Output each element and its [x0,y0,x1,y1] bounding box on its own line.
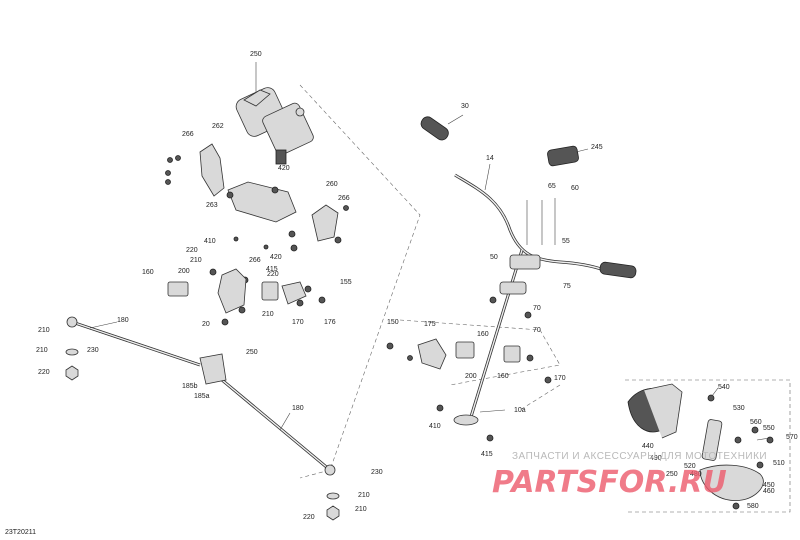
bearing-housing-right-a [455,341,475,359]
column-bracket-right [417,338,447,370]
assembly-guide-left [299,84,421,479]
clamp-bracket [281,281,307,305]
callout-label: 450 [763,482,775,489]
callout-label: 160 [497,373,509,380]
callout-label: 220 [267,271,279,278]
callout-label: 170 [554,375,566,382]
callout-label: 14 [486,155,494,162]
callout-label: 230 [87,347,99,354]
callout-label: 266 [249,257,261,264]
callout-label: 480 [690,471,702,478]
power-steering-motor [235,87,314,165]
callout-label: 490 [650,455,662,462]
assembly-guide-right [519,384,561,411]
callout-label: 263 [206,202,218,209]
callout-label: 55 [562,238,570,245]
callout-label: 220 [186,247,198,254]
callout-label: 420 [278,165,290,172]
watermark-tagline: ЗАПЧАСТИ И АКСЕССУАРЫ ДЛЯ МОТОТЕХНИКИ [512,451,767,462]
callout-label: 175 [424,321,436,328]
tie-rod-hardware [65,348,340,521]
leader-lines [89,62,771,441]
callout-label: 60 [571,185,579,192]
callout-label: 560 [750,419,762,426]
callout-label: 540 [718,384,730,391]
bearing-housing-right-b [503,345,521,363]
callout-label: 70 [533,327,541,334]
callout-label: 70 [533,305,541,312]
tie-rod-right [221,378,336,476]
callout-label: 460 [763,488,775,495]
callout-label: 415 [266,266,278,273]
callout-label: 180 [292,405,304,412]
callout-label: 420 [270,254,282,261]
callout-label: 200 [178,268,190,275]
callout-label: 210 [358,492,370,499]
callout-label: 266 [338,195,350,202]
callout-label: 210 [36,347,48,354]
callout-label: 170 [292,319,304,326]
callout-label: 415 [481,451,493,458]
callout-label: 10a [514,407,526,414]
support-bracket [311,204,339,242]
callout-label: 160 [142,269,154,276]
callout-label: 570 [786,434,798,441]
callout-label: 230 [371,469,383,476]
callout-label: 245 [591,144,603,151]
bearing-housing-mid [261,281,279,301]
hardware-left [165,155,349,326]
callout-label: 180 [117,317,129,324]
handguard-guide [625,379,791,513]
callout-label: 580 [747,503,759,510]
callout-label: 510 [773,460,785,467]
callout-label: 410 [429,423,441,430]
callout-label: 210 [355,506,367,513]
steering-column [453,249,541,426]
callout-label: 530 [733,405,745,412]
assembly-guide-lower [399,319,561,386]
callout-label: 250 [246,349,258,356]
callout-label: 250 [250,51,262,58]
callout-label: 176 [324,319,336,326]
part-callout-labels: 2502662624202632602664104202662202102001… [36,51,798,521]
callout-label: 65 [548,183,556,190]
callout-label: 150 [387,319,399,326]
callout-label: 210 [262,311,274,318]
callout-label: 210 [38,327,50,334]
handlebar [454,173,637,279]
diagram-code: 23T20211 [5,529,36,536]
callout-label: 262 [212,123,224,130]
throttle-housing [547,145,579,167]
callout-label: 410 [204,238,216,245]
callout-label: 155 [340,279,352,286]
watermark-logo: PARTSFOR.RU [492,465,727,500]
grip [420,116,449,141]
callout-label: 185a [194,393,210,400]
callout-label: 266 [182,131,194,138]
callout-label: 185b [182,383,198,390]
steering-column-lower [217,268,247,314]
callout-label: 440 [642,443,654,450]
column-bracket [227,181,297,223]
callout-label: 250 [666,471,678,478]
column-bolts [386,198,556,442]
tie-rod-left [66,316,201,367]
callout-label: 210 [190,257,202,264]
callout-label: 50 [490,254,498,261]
callout-label: 20 [202,321,210,328]
pitman-arm [199,353,227,385]
callout-label: 200 [465,373,477,380]
callout-label: 75 [563,283,571,290]
callout-label: 30 [461,103,469,110]
motor-bracket [199,143,225,197]
callout-label: 160 [477,331,489,338]
handguard [627,383,774,510]
callout-label: 220 [303,514,315,521]
bearing-housing-left [167,281,189,297]
callout-label: 220 [38,369,50,376]
callout-label: 520 [684,463,696,470]
callout-label: 550 [763,425,775,432]
callout-label: 260 [326,181,338,188]
